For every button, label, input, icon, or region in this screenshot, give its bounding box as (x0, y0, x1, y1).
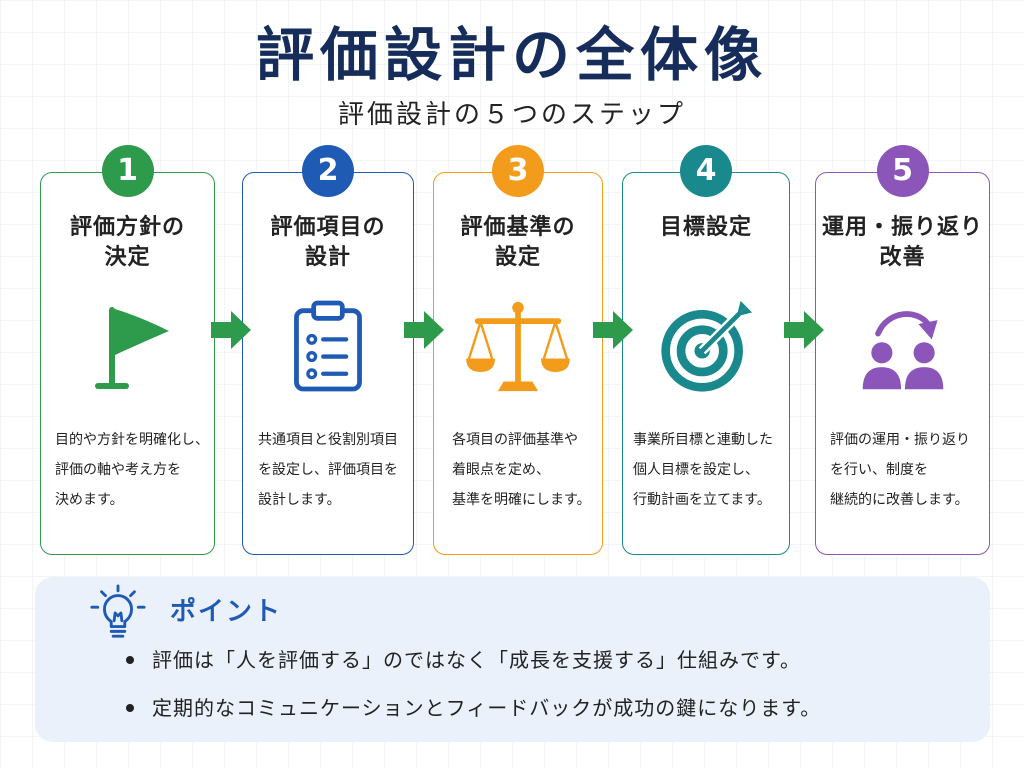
step-card-2: 2 評価項目の 設計 共通項目と役割別項目 を設定し、評価項目を 設計します。 (242, 145, 414, 555)
step-description-line: 個人目標を設定し、 (633, 462, 759, 478)
step-title-line: 評価方針の (69, 215, 185, 240)
step-description-line: 事業所目標と連動した (633, 432, 773, 448)
step-description-line: 各項目の評価基準や (452, 432, 578, 448)
list-item: 評価は「人を評価する」のではなく「成長を支援する」仕組みです。 (126, 644, 821, 676)
step-description: 評価の運用・振り返り を行い、制度を 継続的に改善します。 (830, 425, 970, 515)
clipboard-icon (243, 299, 413, 395)
step-description-line: 共通項目と役割別項目 (258, 432, 398, 448)
step-description: 事業所目標と連動した 個人目標を設定し、 行動計画を立てます。 (633, 425, 773, 515)
step-title-line: 目標設定 (659, 215, 752, 240)
people-cycle-icon (816, 299, 989, 395)
step-card-5: 5 運用・振り返り 改善 評価の運用・振り返り を行い、制度を 継続的に改善しま… (815, 145, 990, 555)
step-title: 評価項目の 設計 (243, 213, 413, 273)
step-title-line: 運用・振り返り (821, 215, 983, 240)
step-number-badge: 1 (101, 145, 154, 197)
step-card-1: 1 評価方針の 決定 目的や方針を明確化し、 評価の軸や考え方を 決めます。 (40, 145, 215, 555)
arrow-right-icon (593, 311, 633, 349)
step-title: 評価基準の 設定 (434, 213, 602, 273)
step-description-line: 目的や方針を明確化し、 (55, 432, 209, 448)
step-number-badge: 3 (492, 145, 544, 197)
step-card-3: 3 評価基準の 設定 各項目の評価基準や (433, 145, 603, 555)
step-title-line: 改善 (879, 245, 926, 270)
point-heading: ポイント (170, 597, 283, 627)
step-description-line: 着眼点を定め、 (452, 462, 550, 478)
step-description-line: 決めます。 (55, 492, 124, 508)
point-box (35, 577, 990, 742)
lightbulb-icon (89, 584, 147, 642)
step-title-line: 決定 (104, 245, 151, 270)
flag-icon (41, 299, 214, 395)
step-number-badge: 4 (680, 145, 732, 197)
step-description-line: を設定し、評価項目を (258, 462, 398, 478)
bullet-text: 評価は「人を評価する」のではなく「成長を支援する」仕組みです。 (152, 648, 801, 672)
step-description: 目的や方針を明確化し、 評価の軸や考え方を 決めます。 (55, 425, 209, 515)
bullet-dot-icon (126, 704, 134, 712)
step-title-line: 評価基準の (460, 215, 576, 240)
step-number-badge: 5 (876, 145, 929, 197)
step-title-line: 設定 (494, 245, 541, 270)
bullet-text: 定期的なコミュニケーションとフィードバックが成功の鍵になります。 (152, 696, 822, 720)
step-title: 目標設定 (623, 213, 789, 243)
step-description-line: 評価の軸や考え方を (55, 462, 181, 478)
arrow-right-icon (784, 311, 824, 349)
step-description-line: 評価の運用・振り返り (830, 432, 970, 448)
bullet-dot-icon (126, 656, 134, 664)
list-item: 定期的なコミュニケーションとフィードバックが成功の鍵になります。 (126, 692, 821, 724)
step-description-line: 継続的に改善します。 (830, 492, 969, 508)
page-subtitle: 評価設計の５つのステップ (337, 100, 686, 130)
step-title-line: 設計 (304, 245, 351, 270)
step-title-line: 評価項目の (270, 215, 386, 240)
step-title: 運用・振り返り 改善 (816, 213, 989, 273)
scales-icon (434, 299, 602, 395)
step-number-badge: 2 (302, 145, 354, 197)
step-description-line: 基準を明確にします。 (452, 492, 591, 508)
step-description: 共通項目と役割別項目 を設定し、評価項目を 設計します。 (258, 425, 398, 515)
page-title: 評価設計の全体像 (255, 21, 768, 89)
step-description-line: を行い、制度を (830, 462, 928, 478)
step-title: 評価方針の 決定 (41, 213, 214, 273)
step-card-4: 4 目標設定 事業所目標と連動した 個人目標を設定し、 行動計画を立てます。 (622, 145, 790, 555)
step-description-line: 設計します。 (258, 492, 341, 508)
arrow-right-icon (404, 311, 444, 349)
step-description: 各項目の評価基準や 着眼点を定め、 基準を明確にします。 (452, 425, 591, 515)
point-bullet-list: 評価は「人を評価する」のではなく「成長を支援する」仕組みです。 定期的なコミュニ… (126, 644, 821, 740)
step-description-line: 行動計画を立てます。 (633, 492, 771, 508)
arrow-right-icon (211, 311, 251, 349)
target-icon (623, 299, 789, 395)
